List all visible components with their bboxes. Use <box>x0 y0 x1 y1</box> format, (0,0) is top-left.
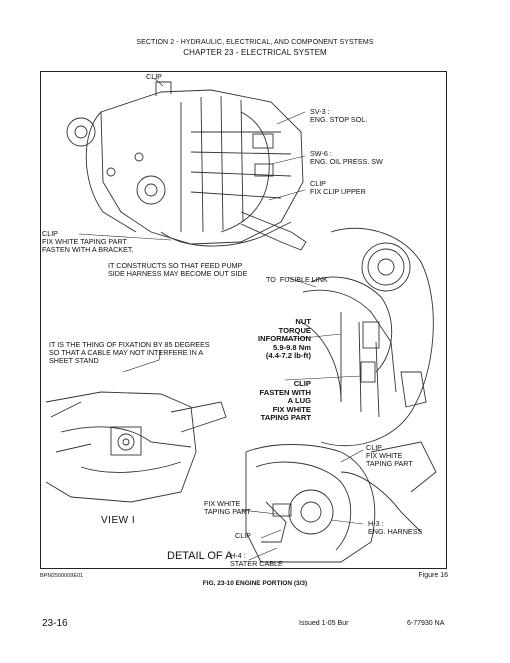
label-h3: H-3 : ENG. HARNESS <box>368 519 423 536</box>
label-clip-fix-upper: CLIP FIX CLIP UPPER <box>310 179 366 196</box>
label-clip-lug: CLIP FASTEN WITH A LUG FIX WHITE TAPING … <box>259 379 311 423</box>
label-fix-white-left: FIX WHITE TAPING PART <box>204 499 251 516</box>
view-i-label: VIEW I <box>101 515 136 526</box>
page-number: 23-16 <box>42 618 68 629</box>
label-clip-top: CLIP <box>146 72 162 81</box>
figure-frame <box>40 71 447 569</box>
detail-a-label: DETAIL OF A <box>167 550 233 562</box>
label-sw6: SW-6 : ENG. OIL PRESS. SW <box>310 149 383 166</box>
label-clip-right: CLIP FIX WHITE TAPING PART <box>366 443 413 468</box>
label-sv3: SV-3 : ENG. STOP SOL. <box>310 107 368 124</box>
label-h4: H-4 : STATER CABLE <box>230 551 283 568</box>
figure-code: BPM2500009E01 <box>40 573 84 579</box>
label-clip-fix-white: CLIP FIX WHITE TAPING PART FASTEN WITH A… <box>42 229 134 254</box>
part-number: 6-77930 NA <box>407 620 445 627</box>
label-nut-torque: NUT TORQUE INFORMATION 5.9-9.8 Nm (4.4-7… <box>257 317 311 361</box>
label-feed-pump: IT CONSTRUCTS SO THAT FEED PUMP SIDE HAR… <box>108 261 248 278</box>
label-fusible-link: TO FUSIBLE LINK <box>266 275 328 284</box>
figure-caption: FIG. 23-10 ENGINE PORTION (3/3) <box>202 580 308 587</box>
figure-number: Figure 16 <box>418 572 448 579</box>
label-fixation: IT IS THE THING OF FIXATION BY 85 DEGREE… <box>49 340 210 365</box>
section-header: SECTION 2 - HYDRAULIC, ELECTRICAL, AND C… <box>136 39 374 46</box>
issued-date: Issued 1-05 Bur <box>299 620 349 627</box>
label-clip-bottom: CLIP <box>235 531 251 540</box>
engine-illustration <box>45 77 437 563</box>
chapter-header: CHAPTER 23 - ELECTRICAL SYSTEM <box>183 48 327 57</box>
